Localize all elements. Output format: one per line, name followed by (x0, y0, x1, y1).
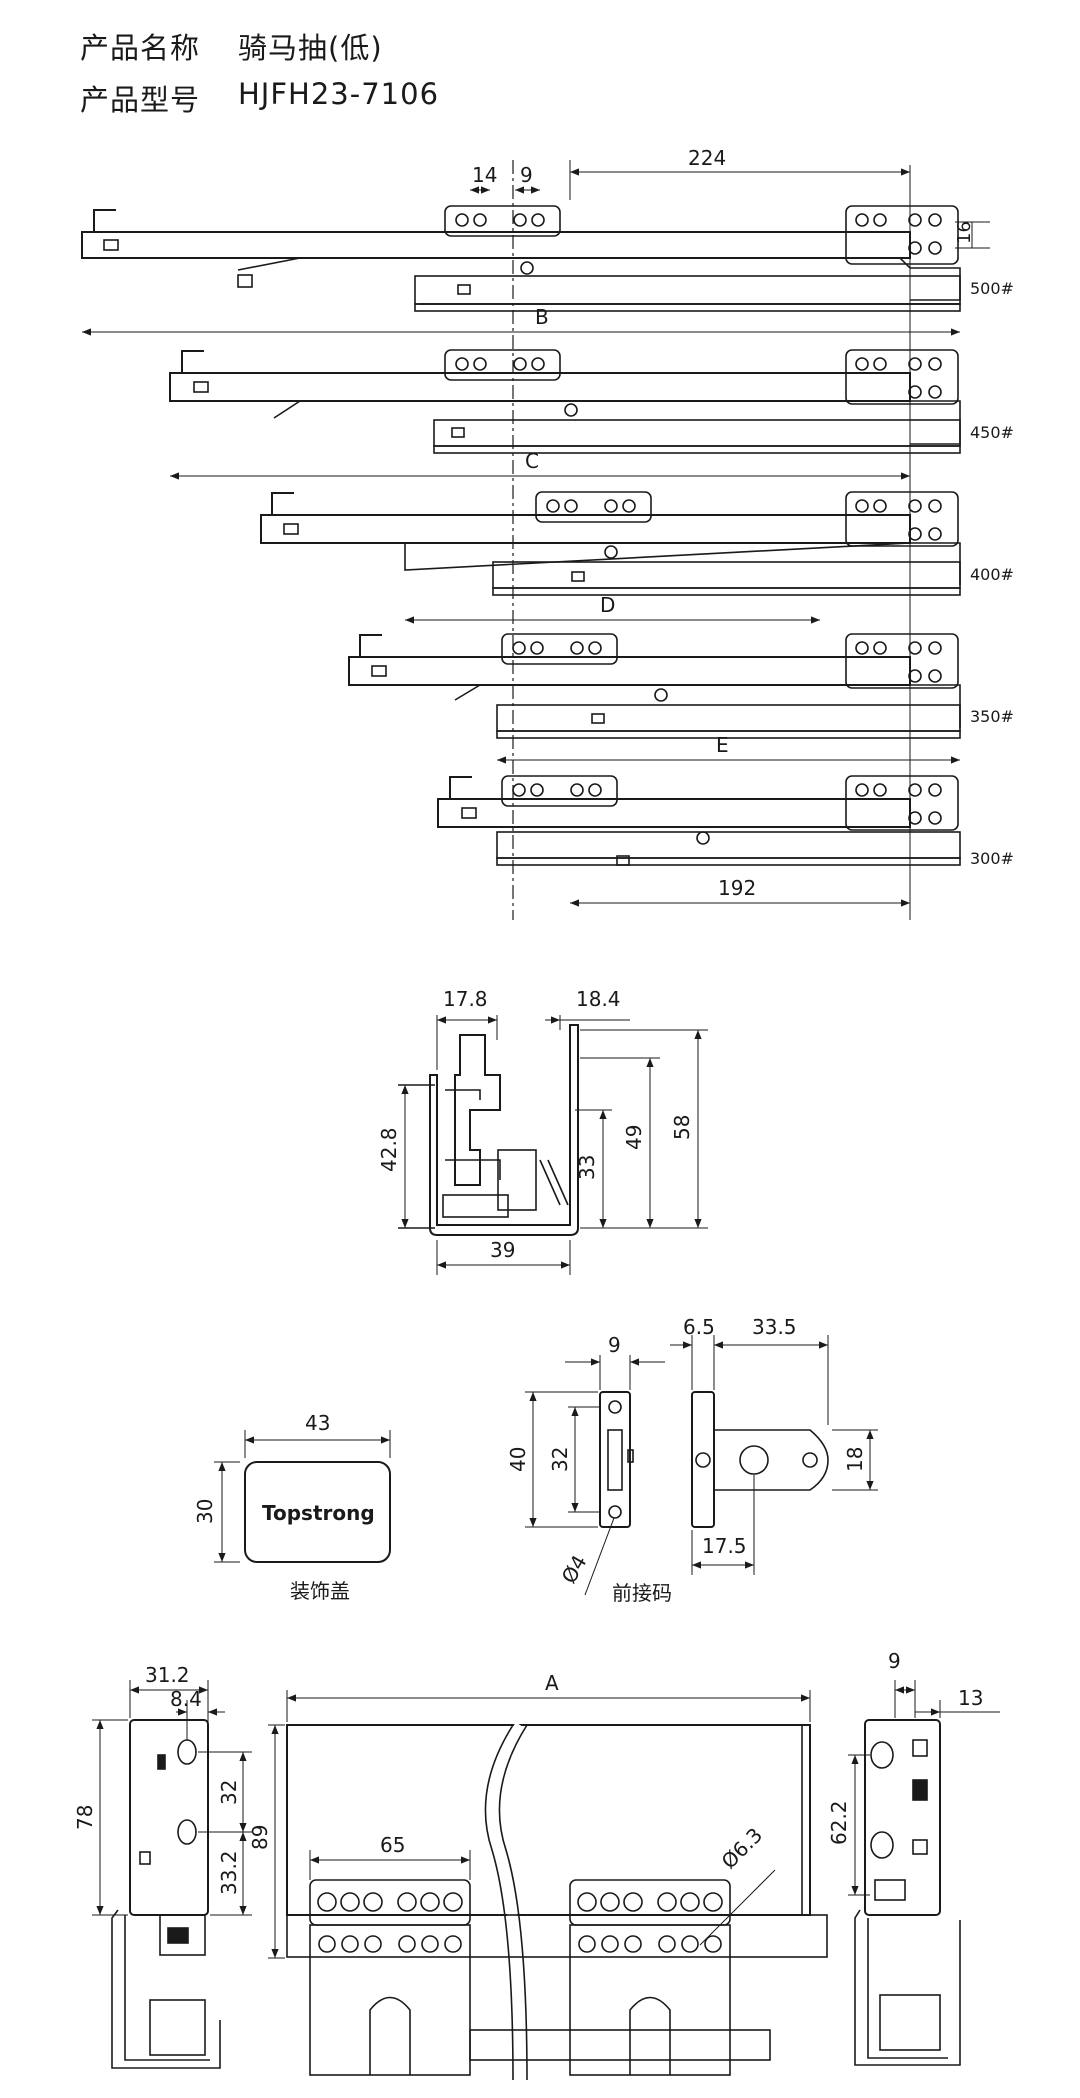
connector-dim-9: 9 (608, 1333, 621, 1357)
connector-dim-32: 32 (548, 1447, 572, 1472)
end-view-left (111, 1719, 221, 2069)
dim-hole-6-3: Ø6.3 (717, 1823, 768, 1874)
cross-section-view (429, 1024, 579, 1236)
slide-variant-300 (437, 775, 961, 866)
connector-dim-40: 40 (506, 1447, 530, 1472)
slide-variant-500 (81, 205, 961, 312)
dim-32-left: 32 (217, 1780, 241, 1805)
letter-b: B (535, 305, 549, 329)
dim-9: 9 (520, 163, 533, 187)
front-connector-side (599, 1391, 634, 1528)
dim-14: 14 (472, 163, 497, 187)
letter-d: D (600, 593, 615, 617)
dim-9-right: 9 (888, 1649, 901, 1673)
dim-31-2: 31.2 (145, 1663, 190, 1687)
slide-variant-450 (169, 349, 961, 454)
dim-58: 58 (670, 1115, 694, 1140)
dim-89: 89 (248, 1825, 272, 1850)
dim-33: 33 (575, 1155, 599, 1180)
dim-62-2: 62.2 (827, 1800, 851, 1845)
dim-224: 224 (688, 146, 726, 170)
size-label-500: 500# (970, 279, 1014, 298)
cover-height: 30 (193, 1499, 217, 1524)
front-connector-plate (691, 1391, 829, 1528)
size-label-300: 300# (970, 849, 1014, 868)
connector-dim-17-5: 17.5 (702, 1534, 747, 1558)
slide-variant-350 (348, 633, 961, 739)
letter-e: E (716, 733, 729, 757)
dim-13: 13 (958, 1686, 983, 1710)
dim-16: 16 (954, 221, 975, 244)
connector-dim-18: 18 (843, 1447, 867, 1472)
product-name-label: 产品名称 (80, 31, 201, 65)
product-model-value: HJFH23-7106 (238, 77, 440, 111)
connector-dim-33-5: 33.5 (752, 1315, 797, 1339)
end-view-right (854, 1719, 961, 2066)
connector-hole: Ø4 (557, 1551, 592, 1588)
decorative-cover (244, 1461, 391, 1563)
product-name-value: 骑马抽(低) (238, 31, 383, 65)
dim-49: 49 (622, 1125, 646, 1150)
dim-33-2: 33.2 (217, 1850, 241, 1895)
connector-caption: 前接码 (612, 1581, 672, 1605)
dim-39: 39 (490, 1238, 515, 1262)
size-label-450: 450# (970, 423, 1014, 442)
connector-dim-6-5: 6.5 (683, 1315, 715, 1339)
letter-c: C (525, 449, 539, 473)
dim-a: A (545, 1671, 559, 1695)
dim-65: 65 (380, 1833, 405, 1857)
dim-192: 192 (718, 876, 756, 900)
cover-logo: Topstrong (262, 1501, 375, 1525)
product-model-label: 产品型号 (80, 83, 201, 117)
size-label-350: 350# (970, 707, 1014, 726)
dim-17-8: 17.8 (443, 987, 488, 1011)
dim-8-4: 8.4 (170, 1687, 202, 1711)
drawer-box-view (286, 1722, 828, 2081)
cover-width: 43 (305, 1411, 330, 1435)
dim-42-8: 42.8 (377, 1127, 401, 1172)
dim-18-4: 18.4 (576, 987, 621, 1011)
cover-caption: 装饰盖 (290, 1579, 350, 1603)
slide-variant-400 (260, 491, 961, 596)
size-label-400: 400# (970, 565, 1014, 584)
dim-78: 78 (73, 1805, 97, 1830)
